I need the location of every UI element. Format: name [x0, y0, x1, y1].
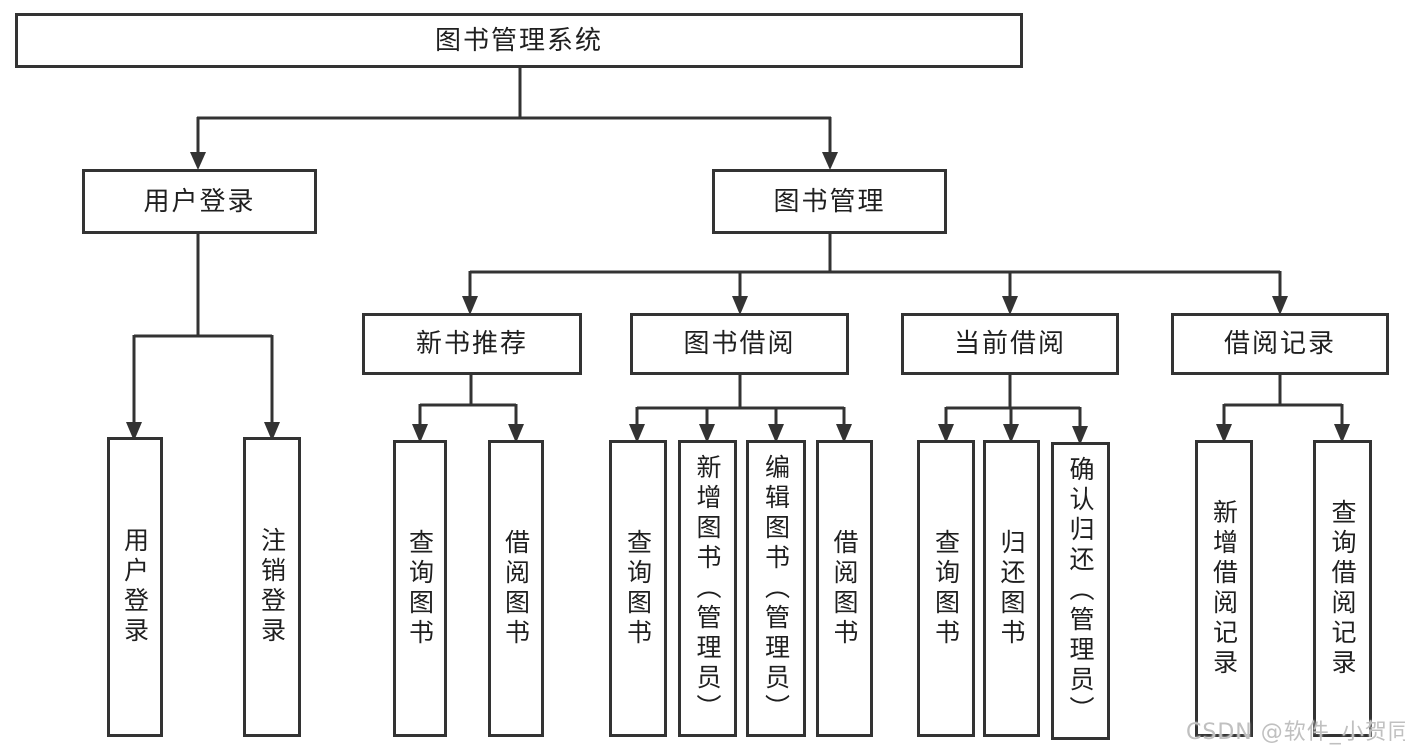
leaf-query-books-1-label: 查询图书 — [405, 528, 435, 649]
node-user-login-branch-label: 用户登录 — [143, 186, 256, 217]
node-book-borrow-label: 图书借阅 — [683, 329, 796, 359]
csdn-watermark: CSDN @软件_小贺同学 — [1186, 720, 1405, 745]
leaf-confirm-return-admin: 确认归还（管理员） — [1051, 442, 1110, 740]
leaf-logout: 注销登录 — [243, 437, 301, 737]
connector-new-book-fanout — [412, 375, 524, 443]
leaf-logout-label: 注销登录 — [257, 527, 287, 647]
leaf-query-borrow-record-label: 查询借阅记录 — [1328, 498, 1357, 679]
leaf-return-books-label: 归还图书 — [997, 528, 1026, 649]
node-borrow-record-label: 借阅记录 — [1223, 329, 1336, 359]
leaf-borrow-books-2: 借阅图书 — [816, 440, 873, 737]
node-new-book-recommend: 新书推荐 — [362, 313, 582, 375]
leaf-query-books-2: 查询图书 — [609, 440, 667, 737]
leaf-borrow-books-1: 借阅图书 — [488, 440, 544, 737]
leaf-query-books-1: 查询图书 — [393, 440, 447, 737]
connector-borrow-record-fanout — [1216, 375, 1350, 443]
leaf-borrow-books-1-label: 借阅图书 — [501, 528, 531, 649]
leaf-query-books-3-label: 查询图书 — [931, 528, 961, 649]
node-user-login-branch: 用户登录 — [82, 169, 317, 234]
node-root: 图书管理系统 — [15, 13, 1023, 68]
leaf-user-login: 用户登录 — [107, 437, 163, 737]
leaf-add-book-admin-label: 新增图书（管理员） — [693, 453, 722, 724]
leaf-return-books: 归还图书 — [983, 440, 1040, 737]
leaf-confirm-return-admin-label: 确认归还（管理员） — [1066, 456, 1095, 726]
connector-book-mgmt-to-groups — [462, 234, 1288, 315]
leaf-add-borrow-record: 新增借阅记录 — [1195, 440, 1253, 737]
connector-book-borrow-fanout — [629, 375, 852, 443]
node-root-label: 图书管理系统 — [434, 25, 603, 56]
node-new-book-recommend-label: 新书推荐 — [415, 329, 528, 359]
node-borrow-record: 借阅记录 — [1171, 313, 1389, 375]
leaf-borrow-books-2-label: 借阅图书 — [830, 528, 859, 649]
connector-current-borrow-fanout — [938, 375, 1088, 445]
leaf-query-books-2-label: 查询图书 — [623, 528, 653, 649]
leaf-query-books-3: 查询图书 — [917, 440, 975, 737]
node-current-borrow: 当前借阅 — [901, 313, 1119, 375]
node-book-mgmt-branch-label: 图书管理 — [773, 186, 886, 217]
node-book-borrow: 图书借阅 — [630, 313, 849, 375]
leaf-edit-book-admin: 编辑图书（管理员） — [746, 440, 806, 737]
leaf-user-login-label: 用户登录 — [120, 527, 150, 647]
leaf-add-borrow-record-label: 新增借阅记录 — [1209, 498, 1239, 679]
leaf-edit-book-admin-label: 编辑图书（管理员） — [761, 453, 791, 724]
connector-root-to-level2 — [190, 68, 838, 170]
node-current-borrow-label: 当前借阅 — [953, 329, 1066, 359]
leaf-add-book-admin: 新增图书（管理员） — [678, 440, 737, 737]
node-book-mgmt-branch: 图书管理 — [712, 169, 947, 234]
leaf-query-borrow-record: 查询借阅记录 — [1313, 440, 1372, 737]
connector-user-login-fanout — [126, 234, 280, 441]
